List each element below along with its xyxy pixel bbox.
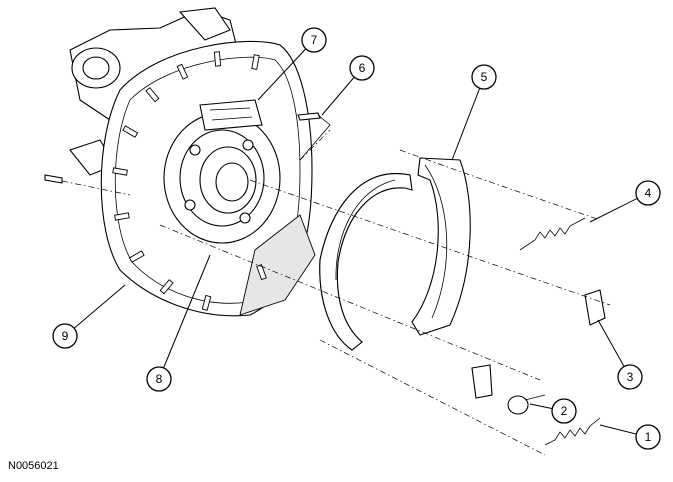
callout-8: 8 [146, 366, 172, 392]
callout-label: 3 [627, 370, 634, 384]
callout-1: 1 [635, 424, 661, 450]
callout-5: 5 [471, 64, 497, 90]
callout-3: 3 [617, 364, 643, 390]
callout-label: 2 [561, 404, 568, 418]
parking-brake-shoe-inner [411, 157, 471, 336]
callout-label: 1 [645, 430, 652, 444]
callout-label: 4 [645, 186, 652, 200]
callout-7: 7 [301, 27, 327, 53]
assembly-axes [159, 129, 611, 456]
callout-label: 6 [359, 61, 366, 75]
callout-label: 5 [481, 70, 488, 84]
callout-9: 9 [52, 323, 78, 349]
lower-spring [544, 417, 601, 446]
hold-down-clip [584, 289, 606, 326]
callout-label: 7 [311, 33, 318, 47]
upper-spring [519, 217, 586, 251]
wheel-hub [163, 99, 281, 244]
parking-brake-shoe-outer [319, 173, 413, 351]
adjuster-assembly [471, 364, 546, 415]
callout-2: 2 [551, 398, 577, 424]
cable-bolt [297, 112, 331, 161]
callout-6: 6 [349, 55, 375, 81]
callout-4: 4 [635, 180, 661, 206]
callout-label: 8 [156, 372, 163, 386]
callout-label: 9 [62, 329, 69, 343]
figure-id: N0056021 [8, 460, 59, 472]
retaining-bolt [44, 174, 131, 196]
